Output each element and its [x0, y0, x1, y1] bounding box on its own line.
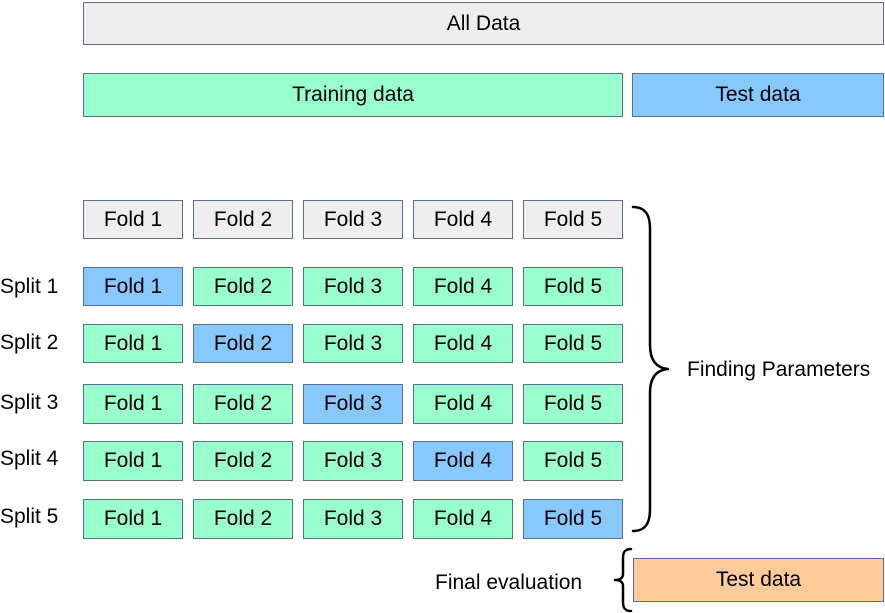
- fold-label: Fold 1: [103, 507, 163, 530]
- fold-label: Fold 3: [323, 274, 383, 298]
- fold-label: Fold 2: [213, 507, 273, 530]
- fold-label: Fold 2: [213, 392, 273, 415]
- finding-parameters-label: Finding Parameters: [687, 358, 871, 381]
- fold-label: Fold 3: [323, 507, 383, 530]
- split-1-fold-1: Fold 1: [83, 267, 183, 306]
- header-fold-4: Fold 4: [413, 200, 513, 239]
- split-2-fold-3: Fold 3: [303, 324, 403, 363]
- fold-label: Fold 5: [543, 449, 603, 472]
- fold-label: Fold 1: [103, 331, 163, 355]
- test-data-label: Test data: [715, 83, 801, 106]
- split-2-fold-5: Fold 5: [523, 324, 623, 363]
- split-label: Split 1: [0, 275, 59, 298]
- split-2-fold-2: Fold 2: [193, 324, 293, 363]
- split-4-fold-1: Fold 1: [83, 441, 183, 481]
- header-fold-3: Fold 3: [303, 200, 403, 239]
- split-1-fold-5: Fold 5: [523, 267, 623, 306]
- split-2-fold-1: Fold 1: [83, 324, 183, 363]
- fold-label: Fold 1: [103, 392, 163, 415]
- fold-label: Fold 3: [323, 331, 383, 355]
- fold-label: Fold 1: [103, 274, 163, 298]
- split-5-fold-1: Fold 1: [83, 499, 183, 539]
- header-fold-label: Fold 3: [323, 207, 383, 231]
- header-fold-label: Fold 4: [433, 207, 493, 231]
- header-fold-5: Fold 5: [523, 200, 623, 239]
- split-label: Split 4: [0, 447, 59, 470]
- split-3-fold-2: Fold 2: [193, 384, 293, 424]
- training-data-bar: Training data: [83, 73, 623, 117]
- header-fold-2: Fold 2: [193, 200, 293, 239]
- split-3-fold-5: Fold 5: [523, 384, 623, 424]
- split-5-fold-4: Fold 4: [413, 499, 513, 539]
- test-data-bar: Test data: [632, 73, 884, 117]
- split-3-fold-1: Fold 1: [83, 384, 183, 424]
- fold-label: Fold 3: [323, 449, 383, 472]
- split-5-fold-3: Fold 3: [303, 499, 403, 539]
- split-5-fold-5: Fold 5: [523, 499, 623, 539]
- split-3-fold-4: Fold 4: [413, 384, 513, 424]
- split-4-fold-4: Fold 4: [413, 441, 513, 481]
- header-fold-label: Fold 5: [543, 207, 603, 231]
- split-4-fold-3: Fold 3: [303, 441, 403, 481]
- header-fold-label: Fold 2: [213, 207, 273, 231]
- fold-label: Fold 4: [433, 449, 493, 472]
- split-3-fold-3: Fold 3: [303, 384, 403, 424]
- split-label: Split 5: [0, 505, 59, 528]
- header-fold-label: Fold 1: [103, 207, 163, 231]
- final-evaluation-label: Final evaluation: [435, 571, 583, 594]
- fold-label: Fold 5: [543, 331, 603, 355]
- split-5-fold-2: Fold 2: [193, 499, 293, 539]
- fold-label: Fold 1: [103, 449, 163, 472]
- fold-label: Fold 2: [213, 274, 273, 298]
- split-4-fold-5: Fold 5: [523, 441, 623, 481]
- fold-label: Fold 4: [433, 507, 493, 530]
- finding-parameters-brace: [631, 205, 670, 533]
- final-evaluation-brace: [613, 547, 633, 613]
- fold-label: Fold 2: [213, 449, 273, 472]
- split-label: Split 2: [0, 331, 59, 354]
- split-2-fold-4: Fold 4: [413, 324, 513, 363]
- split-1-fold-4: Fold 4: [413, 267, 513, 306]
- all-data-bar: All Data: [83, 2, 884, 45]
- final-test-data-box: Test data: [633, 558, 884, 602]
- fold-label: Fold 4: [433, 331, 493, 355]
- fold-label: Fold 4: [433, 274, 493, 298]
- fold-label: Fold 5: [543, 507, 603, 530]
- fold-label: Fold 5: [543, 274, 603, 298]
- split-label: Split 3: [0, 391, 59, 414]
- header-fold-1: Fold 1: [83, 200, 183, 239]
- split-4-fold-2: Fold 2: [193, 441, 293, 481]
- all-data-label: All Data: [446, 11, 521, 35]
- fold-label: Fold 5: [543, 392, 603, 415]
- fold-label: Fold 3: [323, 392, 383, 415]
- training-data-label: Training data: [292, 83, 414, 106]
- split-1-fold-3: Fold 3: [303, 267, 403, 306]
- final-test-data-label: Test data: [715, 568, 802, 591]
- fold-label: Fold 4: [433, 392, 493, 415]
- split-1-fold-2: Fold 2: [193, 267, 293, 306]
- fold-label: Fold 2: [213, 331, 273, 355]
